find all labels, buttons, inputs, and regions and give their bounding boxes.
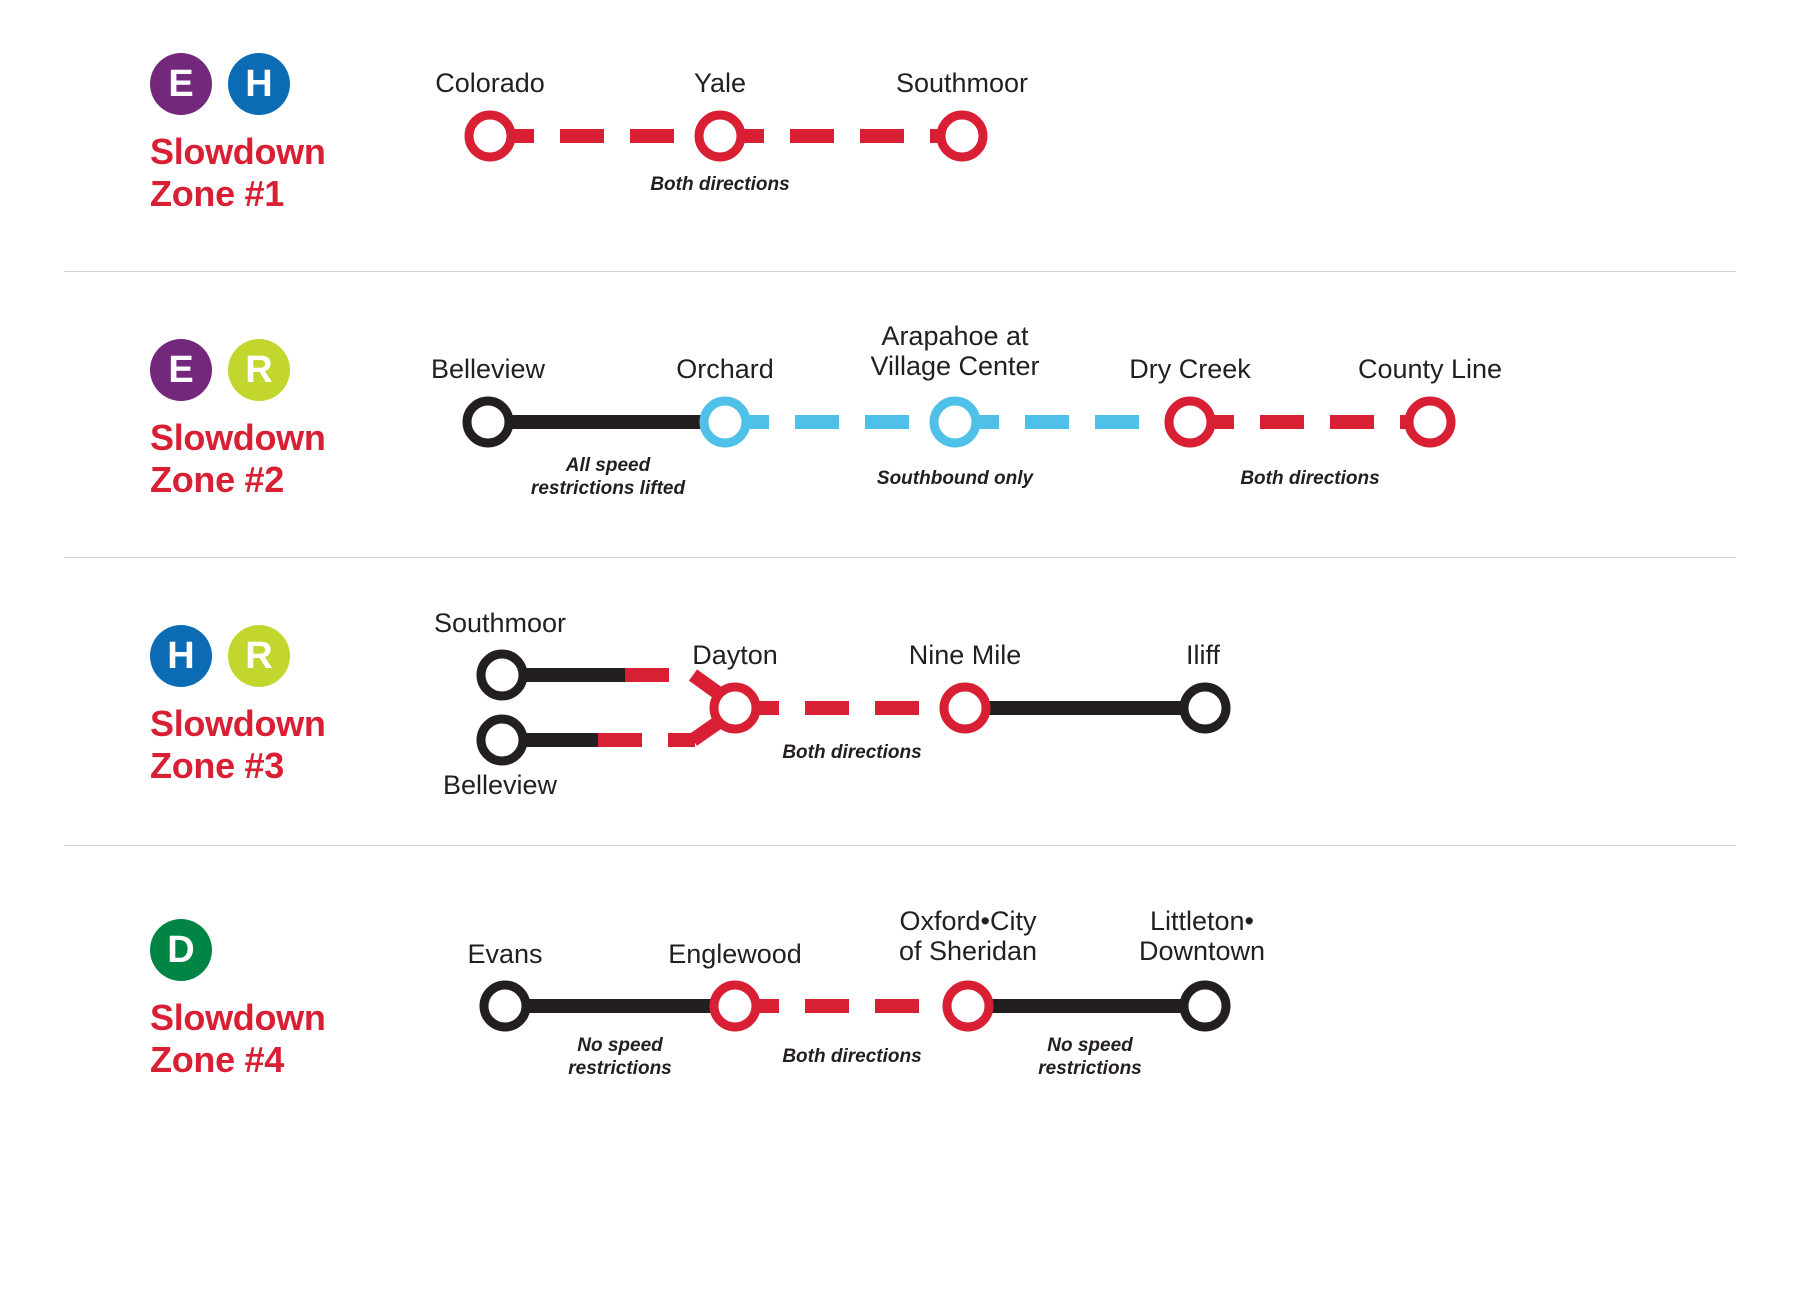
station-oxford-city-of-sheridan[interactable] — [942, 980, 994, 1032]
zone-3-legend: H R Slowdown Zone #3 — [150, 625, 450, 788]
zone-2-legend: E R Slowdown Zone #2 — [150, 339, 450, 502]
line-r-badge[interactable]: R — [228, 339, 290, 401]
zone-4-title-line1: Slowdown — [150, 997, 326, 1038]
stop-label-southmoor: Southmoor — [433, 608, 567, 638]
stop-label-evans: Evans — [467, 939, 543, 969]
caption-line: restrictions — [568, 1057, 672, 1079]
stop-label-belleview: Belleview — [442, 770, 558, 800]
zone-2-title-line2: Zone #2 — [150, 459, 284, 501]
zone-3-badges: H R — [150, 625, 450, 687]
station-southmoor[interactable] — [476, 649, 528, 701]
line-h-badge[interactable]: H — [228, 53, 290, 115]
zone-3-title: Slowdown Zone #3 — [150, 703, 450, 788]
station-arapahoe-at-village-center[interactable] — [929, 396, 981, 448]
zone-3-title-line2: Zone #3 — [150, 745, 284, 787]
zone-1-track — [464, 110, 988, 162]
caption-all-speed-restrictions-lifted: All speed restrictions lifted — [531, 455, 685, 501]
line-e-badge[interactable]: E — [150, 339, 212, 401]
zone-3-divider — [64, 845, 1736, 846]
caption-southbound-only: Southbound only — [876, 468, 1034, 489]
zone-3-title-line1: Slowdown — [150, 703, 326, 744]
zone-2-track — [462, 396, 1456, 448]
stop-label-nine-mile: Nine Mile — [908, 640, 1022, 670]
zone-2-title: Slowdown Zone #2 — [150, 417, 450, 502]
stop-label-oxford-city-of-sheridan: Oxford•City of Sheridan — [899, 906, 1037, 966]
zone-4-title: Slowdown Zone #4 — [150, 997, 450, 1082]
zone-1-title: Slowdown Zone #1 — [150, 131, 450, 216]
zone-1-badges: E H — [150, 53, 450, 115]
station-iliff[interactable] — [1179, 682, 1231, 734]
station-nine-mile[interactable] — [939, 682, 991, 734]
zone-3-diagram: Southmoor Belleview Dayton Nine Mile Ili… — [430, 558, 1430, 846]
caption-line: restrictions — [1038, 1057, 1142, 1079]
stop-label-line: Arapahoe at — [881, 321, 1029, 351]
caption-line: All speed — [565, 455, 651, 476]
caption-line: No speed — [577, 1035, 663, 1056]
caption-both-directions: Both directions — [1240, 468, 1380, 489]
caption-both-directions: Both directions — [650, 174, 790, 195]
zone-2-badges: E R — [150, 339, 450, 401]
line-e-badge[interactable]: E — [150, 53, 212, 115]
zone-3-track — [476, 649, 1231, 766]
caption-line: No speed — [1047, 1035, 1133, 1056]
stop-label-line: of Sheridan — [898, 936, 1038, 967]
stop-label-line: Downtown — [1138, 936, 1266, 967]
stop-label-southmoor: Southmoor — [895, 68, 1029, 98]
stop-label-littleton-downtown: Littleton• Downtown — [1139, 906, 1265, 966]
zone-3-row: H R Slowdown Zone #3 — [0, 558, 1800, 846]
line-h-badge[interactable]: H — [150, 625, 212, 687]
stop-label-line: Oxford•City — [899, 906, 1037, 936]
zone-4-badges: D — [150, 919, 450, 981]
stop-label-county-line: County Line — [1357, 354, 1503, 384]
stop-label-dayton: Dayton — [692, 640, 778, 670]
stop-label-line: Village Center — [870, 351, 1040, 382]
zone-4-legend: D Slowdown Zone #4 — [150, 919, 450, 1082]
station-belleview[interactable] — [476, 714, 528, 766]
stop-label-arapahoe-at-village-center: Arapahoe at Village Center — [870, 321, 1039, 381]
station-belleview[interactable] — [462, 396, 514, 448]
station-evans[interactable] — [479, 980, 531, 1032]
zone-4-track — [479, 980, 1231, 1032]
caption-both-directions: Both directions — [782, 742, 922, 763]
zone-2-diagram: Belleview Orchard Arapahoe at Village Ce… — [430, 272, 1610, 558]
station-colorado[interactable] — [464, 110, 516, 162]
zone-2-title-line1: Slowdown — [150, 417, 326, 458]
zone-1-row: E H Slowdown Zone #1 Colorado Yale South… — [0, 0, 1800, 272]
caption-line: restrictions lifted — [530, 477, 686, 499]
zone-2-row: E R Slowdown Zone #2 Belleview Orch — [0, 272, 1800, 558]
zone-1-divider — [64, 271, 1736, 272]
zone-4-diagram: Evans Englewood Oxford•City of Sheridan … — [430, 846, 1430, 1146]
station-dayton[interactable] — [709, 682, 761, 734]
stop-label-colorado: Colorado — [435, 68, 545, 98]
zone-4-row: D Slowdown Zone #4 Evans Englewood Oxfor… — [0, 846, 1800, 1300]
station-englewood[interactable] — [709, 980, 761, 1032]
zone-1-legend: E H Slowdown Zone #1 — [150, 53, 450, 216]
station-southmoor[interactable] — [936, 110, 988, 162]
stop-label-englewood: Englewood — [668, 939, 802, 969]
station-orchard[interactable] — [699, 396, 751, 448]
stop-label-yale: Yale — [693, 68, 747, 98]
stop-label-orchard: Orchard — [676, 354, 774, 384]
zone-1-diagram: Colorado Yale Southmoor Both directions — [430, 0, 1530, 230]
caption-no-speed-restrictions-right: No speed restrictions — [1038, 1035, 1141, 1081]
zone-1-title-line2: Zone #1 — [150, 173, 284, 215]
zone-4-title-line2: Zone #4 — [150, 1039, 284, 1081]
stop-label-line: Littleton• — [1149, 906, 1255, 936]
station-littleton-downtown[interactable] — [1179, 980, 1231, 1032]
line-d-badge[interactable]: D — [150, 919, 212, 981]
station-yale[interactable] — [694, 110, 746, 162]
station-dry-creek[interactable] — [1164, 396, 1216, 448]
line-r-badge[interactable]: R — [228, 625, 290, 687]
zone-2-divider — [64, 557, 1736, 558]
station-county-line[interactable] — [1404, 396, 1456, 448]
stop-label-belleview: Belleview — [430, 354, 546, 384]
stop-label-iliff: Iliff — [1185, 640, 1221, 670]
caption-no-speed-restrictions-left: No speed restrictions — [568, 1035, 671, 1081]
stop-label-dry-creek: Dry Creek — [1129, 354, 1251, 384]
zone-1-title-line1: Slowdown — [150, 131, 326, 172]
caption-both-directions: Both directions — [782, 1046, 922, 1067]
